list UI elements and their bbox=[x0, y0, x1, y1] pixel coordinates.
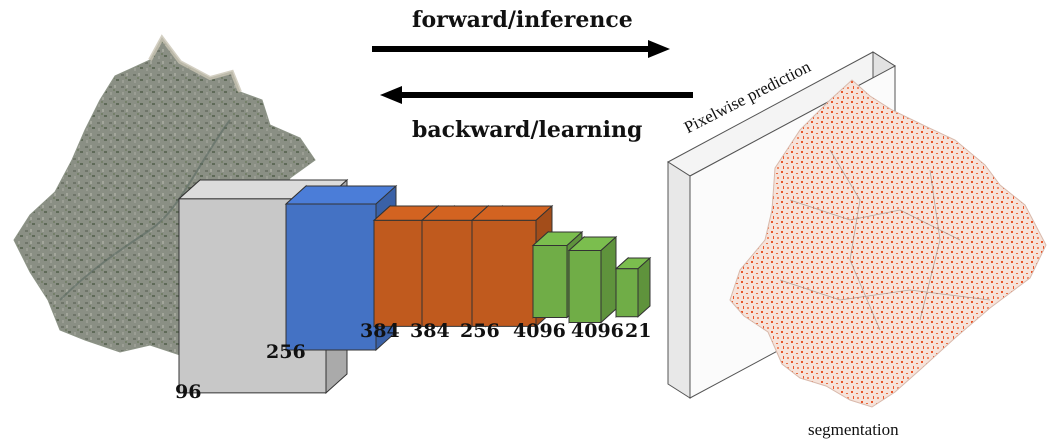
layer-right-8 bbox=[637, 256, 651, 318]
forward-arrow bbox=[372, 40, 670, 58]
layer-label-4: 384 bbox=[410, 320, 450, 342]
layer-front-5 bbox=[471, 219, 537, 327]
segmentation-label: segmentation bbox=[808, 420, 899, 439]
layer-front-7 bbox=[568, 250, 602, 323]
layer-label-3: 384 bbox=[360, 320, 400, 342]
input-map-coast bbox=[148, 34, 242, 93]
backward-arrow-label: backward/learning bbox=[412, 117, 643, 143]
layer-block-8 bbox=[614, 256, 652, 318]
layer-front-6 bbox=[532, 245, 568, 318]
conv-layers bbox=[177, 178, 652, 395]
forward-arrow-label: forward/inference bbox=[412, 7, 633, 33]
layer-right-7 bbox=[600, 235, 617, 324]
layer-block-7 bbox=[567, 235, 618, 324]
layer-label-2: 256 bbox=[266, 341, 306, 363]
backward-arrow bbox=[380, 86, 693, 104]
output-slab-front bbox=[667, 161, 691, 399]
input-map-river bbox=[59, 119, 231, 301]
layer-label-8: 21 bbox=[625, 320, 652, 342]
layer-label-7: 4096 bbox=[571, 320, 624, 342]
layer-label-1: 96 bbox=[175, 381, 202, 403]
layer-front-8 bbox=[615, 268, 639, 318]
layer-label-5: 256 bbox=[460, 320, 500, 342]
layer-label-6: 4096 bbox=[513, 320, 566, 342]
segmentation-boundaries bbox=[779, 149, 991, 331]
segmentation-map bbox=[729, 79, 1047, 408]
